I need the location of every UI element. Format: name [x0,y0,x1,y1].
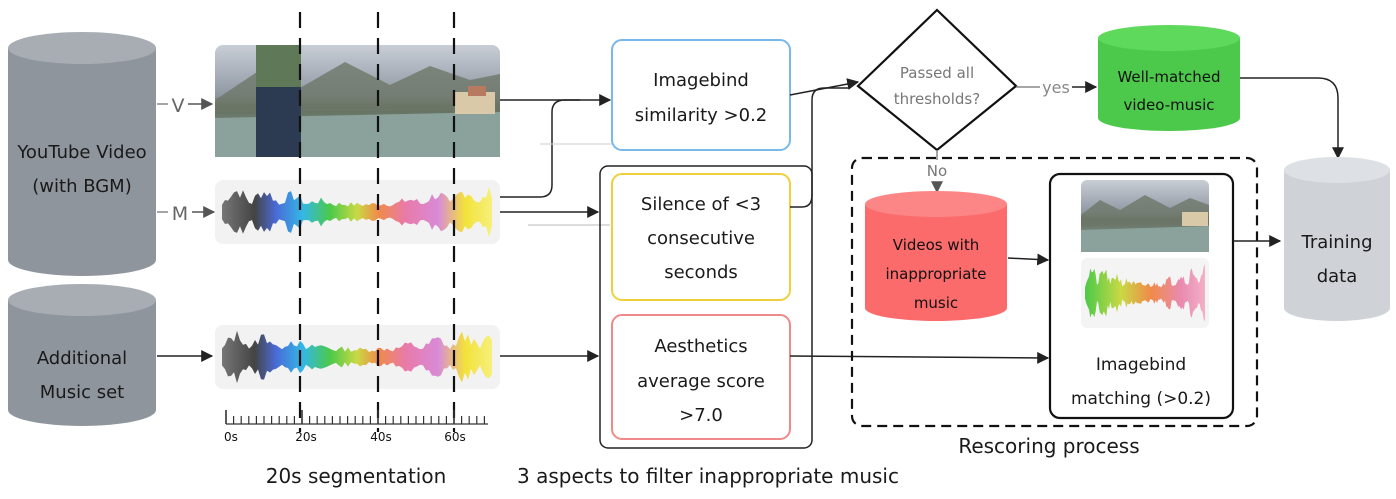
decision-line2: thresholds? [894,90,980,108]
silence-line2: consecutive [647,228,755,249]
no-label: No [927,162,947,180]
segmentation-lines [298,12,456,432]
music-channel-arrow: M [157,203,216,225]
video-channel-label: V [172,95,185,117]
music-label-line1: Additional [37,348,127,369]
matching-waveform [1085,264,1205,322]
connector-silence-to-decision [790,87,850,208]
matching-line2: matching (>0.2) [1071,389,1211,409]
connector-music-to-imagebind [500,99,580,198]
video-channel-arrow: V [157,95,214,117]
inappropriate-music-database: Videos with inappropriate music [865,191,1007,321]
music-channel-label: M [172,203,188,225]
decision-line1: Passed all [900,64,974,82]
aesthetics-line3: >7.0 [679,405,723,426]
connector-matched-to-training [1240,77,1344,160]
imagebind-matching-box: Imagebind matching (>0.2) [1048,172,1235,420]
additional-music-database: Additional Music set [8,284,156,426]
silence-line1: Silence of <3 [641,194,761,215]
inappropriate-line2: inappropriate [885,265,986,283]
aesthetics-line1: Aesthetics [654,336,747,357]
segmentation-caption: 20s segmentation [266,464,447,488]
landscape-thumbnail [215,45,500,157]
additional-music-waveform [215,325,500,389]
filters-caption: 3 aspects to filter inappropriate music [517,464,899,488]
inappropriate-line3: music [914,294,958,312]
well-matched-database: Well-matched video-music [1098,25,1240,131]
silence-line3: seconds [664,262,738,283]
rescoring-region: Rescoring process [850,156,1259,458]
threshold-decision: Passed all thresholds? [856,8,1018,152]
training-line2: data [1317,266,1358,287]
tick-60s: 60s [444,430,466,444]
music-label-line2: Music set [40,382,124,403]
tick-40s: 40s [370,430,392,444]
timeline-ruler [225,410,488,425]
imagebind-similarity-filter: Imagebind similarity >0.2 [611,39,791,151]
rescoring-label: Rescoring process [958,434,1139,458]
connector-music-to-silence [500,206,610,226]
aesthetics-filter: Aesthetics average score >7.0 [611,314,791,440]
connector-no: No [927,150,947,194]
imagebind-line1: Imagebind [653,70,749,91]
silence-filter: Silence of <3 consecutive seconds [611,173,791,301]
filter-group-box [599,165,813,449]
connector-inappropriate-to-matching [1007,253,1050,266]
youtube-label-line2: (with BGM) [32,176,131,197]
matched-line1: Well-matched [1117,68,1220,86]
tick-0s: 0s [224,430,238,444]
training-line1: Training [1300,232,1372,253]
youtube-music-waveform [215,180,500,244]
yes-label: yes [1042,78,1070,97]
matched-line2: video-music [1123,96,1214,114]
inappropriate-line1: Videos with [893,236,979,254]
aesthetics-line2: average score [637,371,765,392]
matching-line1: Imagebind [1096,355,1186,375]
youtube-video-database: YouTube Video (with BGM) [8,32,156,276]
connector-yes: yes [1016,78,1098,97]
tick-20s: 20s [295,430,317,444]
youtube-label-line1: YouTube Video [16,142,146,163]
training-data-database: Training data [1284,157,1390,321]
imagebind-line2: similarity >0.2 [635,105,768,126]
connector-aesthetics-to-matching [789,351,1050,364]
